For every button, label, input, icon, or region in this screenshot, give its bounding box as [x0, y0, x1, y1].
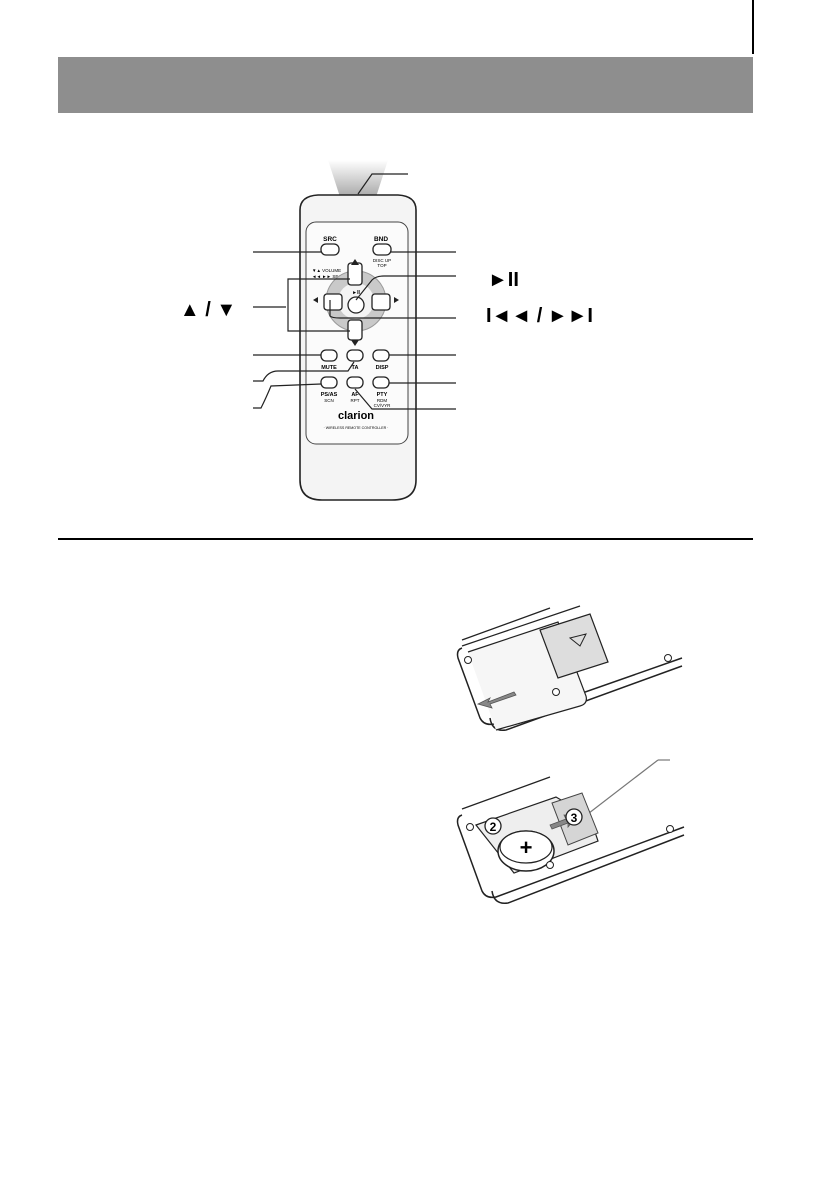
- leader-search: [329, 300, 456, 319]
- top-margin-rule: [752, 0, 754, 54]
- af-sub-label: RPT: [351, 398, 360, 403]
- down-arrow-icon: [351, 340, 359, 346]
- volume-label: ▼▲ VOLUME: [312, 268, 341, 273]
- leader-play: [355, 275, 456, 301]
- src-label: SRC: [323, 236, 337, 243]
- pty-sub-label: RDM: [377, 398, 387, 403]
- brand-logo: clarion: [338, 410, 374, 422]
- step-marker-2: [484, 817, 502, 835]
- tray-arrow-icon: [568, 633, 587, 647]
- battery-tray-remove-figure: [456, 605, 683, 731]
- search-back-button[interactable]: [323, 293, 343, 311]
- remote-controller-figure: SRC BND DISC UP TOP ▼▲ VOLUME ◄◄ ►► SEAR…: [180, 160, 593, 501]
- leader-af: [354, 388, 456, 410]
- pty-label: PTY: [377, 392, 388, 398]
- disp-button[interactable]: [372, 349, 390, 362]
- step-number-3: 3: [571, 811, 578, 825]
- mute-button[interactable]: [320, 349, 338, 362]
- search-label: ◄◄ ►► SEARCH: [312, 274, 351, 279]
- leader-emitter: [357, 173, 408, 195]
- ir-signal-beam: [328, 160, 388, 197]
- bnd-button[interactable]: [372, 243, 392, 256]
- pty-button[interactable]: [372, 376, 390, 389]
- remote-body-outline-2: [456, 814, 685, 899]
- volume-up-button[interactable]: [347, 262, 363, 286]
- af-button[interactable]: [346, 376, 364, 389]
- volume-down-button[interactable]: [347, 319, 363, 341]
- section-header-banner: [58, 57, 753, 113]
- remote-body-outline: [456, 647, 683, 726]
- step-marker-3: [565, 808, 583, 826]
- tagline: · WIRELESS REMOTE CONTROLLER ·: [324, 426, 389, 430]
- bnd-sub2-label: TOP: [377, 263, 386, 268]
- play-pause-button[interactable]: [347, 296, 365, 314]
- leader-battery: [579, 759, 659, 821]
- psas-sub-label: SCN: [324, 398, 334, 403]
- search-forward-button[interactable]: [371, 293, 391, 311]
- disp-label: DISP: [376, 365, 389, 371]
- psas-label: PS/AS: [321, 392, 338, 398]
- pull-direction-arrow-icon: [476, 691, 517, 709]
- play-pause-callout: ►II: [488, 269, 519, 291]
- leader-ta: [253, 361, 355, 382]
- remote-edge-top: [461, 607, 551, 641]
- prev-next-callout: I◄◄ / ►►I: [486, 305, 593, 327]
- up-down-callout: ▲ / ▼: [180, 299, 236, 321]
- ta-label: TA: [352, 365, 359, 371]
- leader-psas: [253, 383, 322, 409]
- step-number-2: 2: [490, 820, 497, 834]
- ta-button[interactable]: [346, 349, 364, 362]
- af-label: AF: [351, 392, 359, 398]
- bnd-label: BND: [374, 236, 388, 243]
- mute-label: MUTE: [321, 365, 337, 371]
- battery-insert-figure: + 2 3: [456, 759, 685, 904]
- battery-plus-symbol: +: [520, 835, 533, 860]
- bnd-sub-label: DISC UP: [373, 258, 391, 263]
- fast-forward-icon: [394, 297, 399, 303]
- pty-sub2-label: CV/VYR: [374, 403, 392, 408]
- up-arrow-icon: [351, 259, 359, 265]
- psas-button[interactable]: [320, 376, 338, 389]
- rewind-icon: [313, 297, 318, 303]
- tray-label: [539, 613, 609, 679]
- center-mark: ►II: [352, 290, 360, 296]
- section-divider: [58, 538, 753, 540]
- src-button[interactable]: [320, 243, 340, 256]
- leader-volume-bracket: [287, 278, 350, 332]
